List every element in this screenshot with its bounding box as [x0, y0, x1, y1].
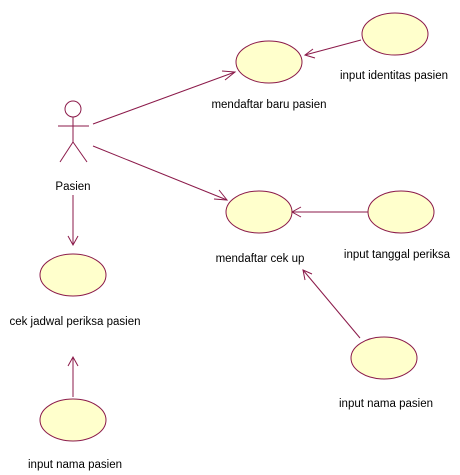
use-case-ellipse [225, 190, 293, 234]
arrowhead [303, 48, 316, 59]
arrowhead [67, 355, 79, 367]
edge-actor-to-mendaftar-baru [92, 71, 236, 125]
use-case-ellipse [235, 40, 303, 84]
stick-figure-icon [58, 100, 89, 163]
use-case-label: input identitas pasien [340, 70, 448, 82]
use-case-label: cek jadwal periksa pasien [9, 316, 140, 328]
arrowhead [221, 70, 237, 81]
use-case-input-nama-pasien-right: input nama pasien [339, 336, 433, 410]
associations [67, 39, 368, 397]
arrowhead [302, 269, 313, 281]
actor-label: Pasien [55, 181, 90, 193]
use-case-cek-jadwal-periksa-pasien: cek jadwal periksa pasien [9, 253, 141, 328]
use-case-label: mendaftar baru pasien [211, 99, 326, 111]
use-case-mendaftar-cek-up: mendaftar cek up [216, 190, 305, 265]
edge-nama-to-mendaftar-cekup [302, 269, 361, 339]
use-case-label: input nama pasien [339, 398, 433, 410]
use-case-label: input tanggal periksa [344, 249, 451, 261]
use-case-label: input nama pasien [28, 459, 122, 471]
use-case-input-identitas-pasien: input identitas pasien [340, 12, 448, 82]
edge-actor-to-mendaftar-cekup [92, 145, 228, 201]
use-case-input-nama-pasien-left: input nama pasien [28, 398, 122, 471]
use-case-input-tanggal-periksa: input tanggal periksa [344, 190, 451, 261]
use-case-ellipse [350, 336, 418, 380]
edge-identitas-to-mendaftar-baru [304, 39, 362, 56]
use-case-label: mendaftar cek up [216, 253, 305, 265]
arrowhead [213, 189, 229, 201]
arrowhead [67, 235, 79, 247]
actor-pasien: Pasien [55, 100, 91, 193]
use-case-ellipse [39, 398, 107, 442]
use-case-mendaftar-baru-pasien: mendaftar baru pasien [211, 40, 327, 111]
use-case-ellipse [39, 253, 107, 297]
use-case-ellipse [361, 12, 429, 56]
use-case-ellipse [367, 190, 435, 234]
